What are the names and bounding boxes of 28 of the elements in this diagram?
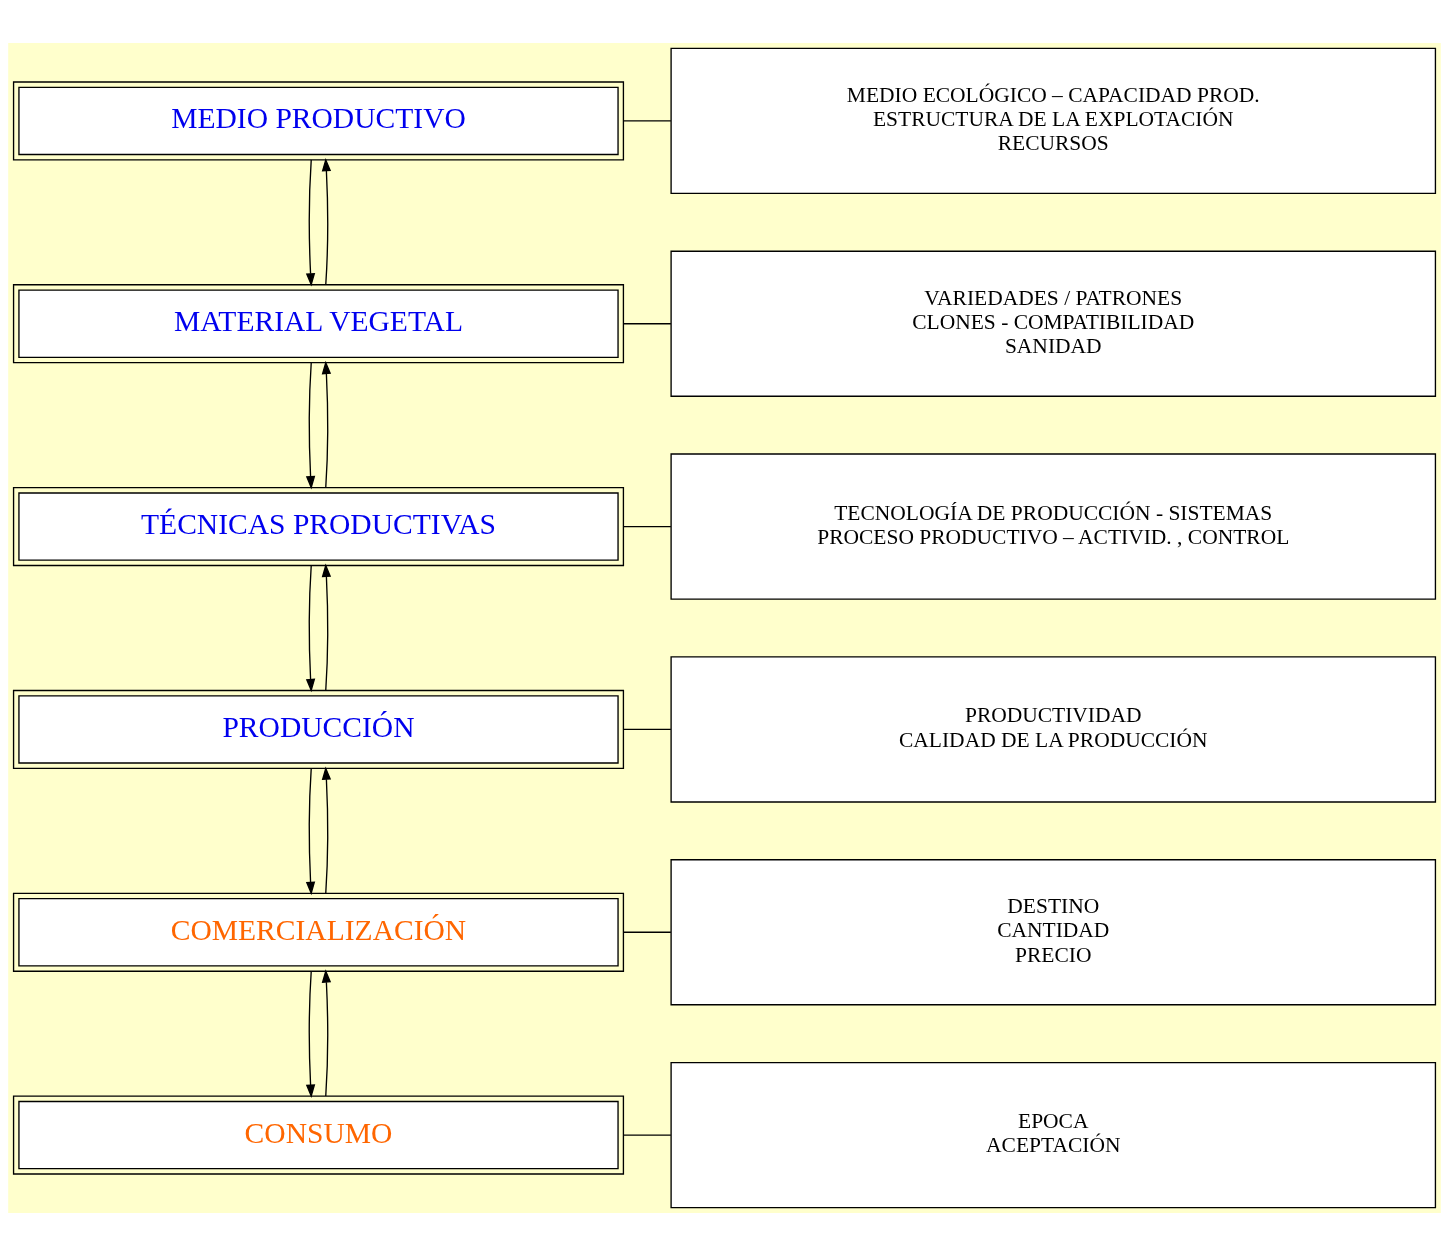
node-box: VARIEDADES / PATRONES CLONES - COMPATIBILIDAD SANIDAD [670, 250, 1437, 397]
arrow [305, 564, 316, 693]
node-box: TECNOLOGÍA DE PRODUCCIÓN - SISTEMAS PROCESO PRODUCTIVO – ACTIVID. , CONTROL [670, 453, 1437, 600]
arrow [321, 969, 332, 1097]
node-box: EPOCA ACEPTACIÓN [670, 1061, 1437, 1209]
connector [622, 931, 672, 933]
arrow [305, 362, 316, 490]
connector [622, 323, 672, 325]
arrow [321, 766, 332, 894]
node-box: PRODUCCIÓN [12, 689, 625, 770]
arrow [305, 767, 316, 896]
connector [622, 728, 672, 731]
node-box: DESTINO CANTIDAD PRECIO [670, 859, 1437, 1006]
connector [622, 120, 672, 122]
node-box: COMERCIALIZACIÓN [12, 892, 625, 972]
arrow [305, 970, 316, 1098]
connector [622, 525, 672, 528]
node-box: TÉCNICAS PRODUCTIVAS [12, 486, 625, 567]
connector [622, 1134, 672, 1136]
arrow [321, 360, 332, 489]
node-box: MEDIO ECOLÓGICO – CAPACIDAD PROD. ESTRUCTURA DE LA EXPLOTACIÓN RECURSOS [670, 47, 1437, 195]
arrow [321, 563, 332, 691]
node-box: CONSUMO [12, 1095, 625, 1175]
node-box: PRODUCTIVIDAD CALIDAD DE LA PRODUCCIÓN [670, 656, 1437, 803]
node-box: MEDIO PRODUCTIVO [12, 81, 625, 161]
node-box: MATERIAL VEGETAL [12, 284, 625, 364]
arrow [321, 157, 332, 286]
arrow [305, 159, 316, 287]
